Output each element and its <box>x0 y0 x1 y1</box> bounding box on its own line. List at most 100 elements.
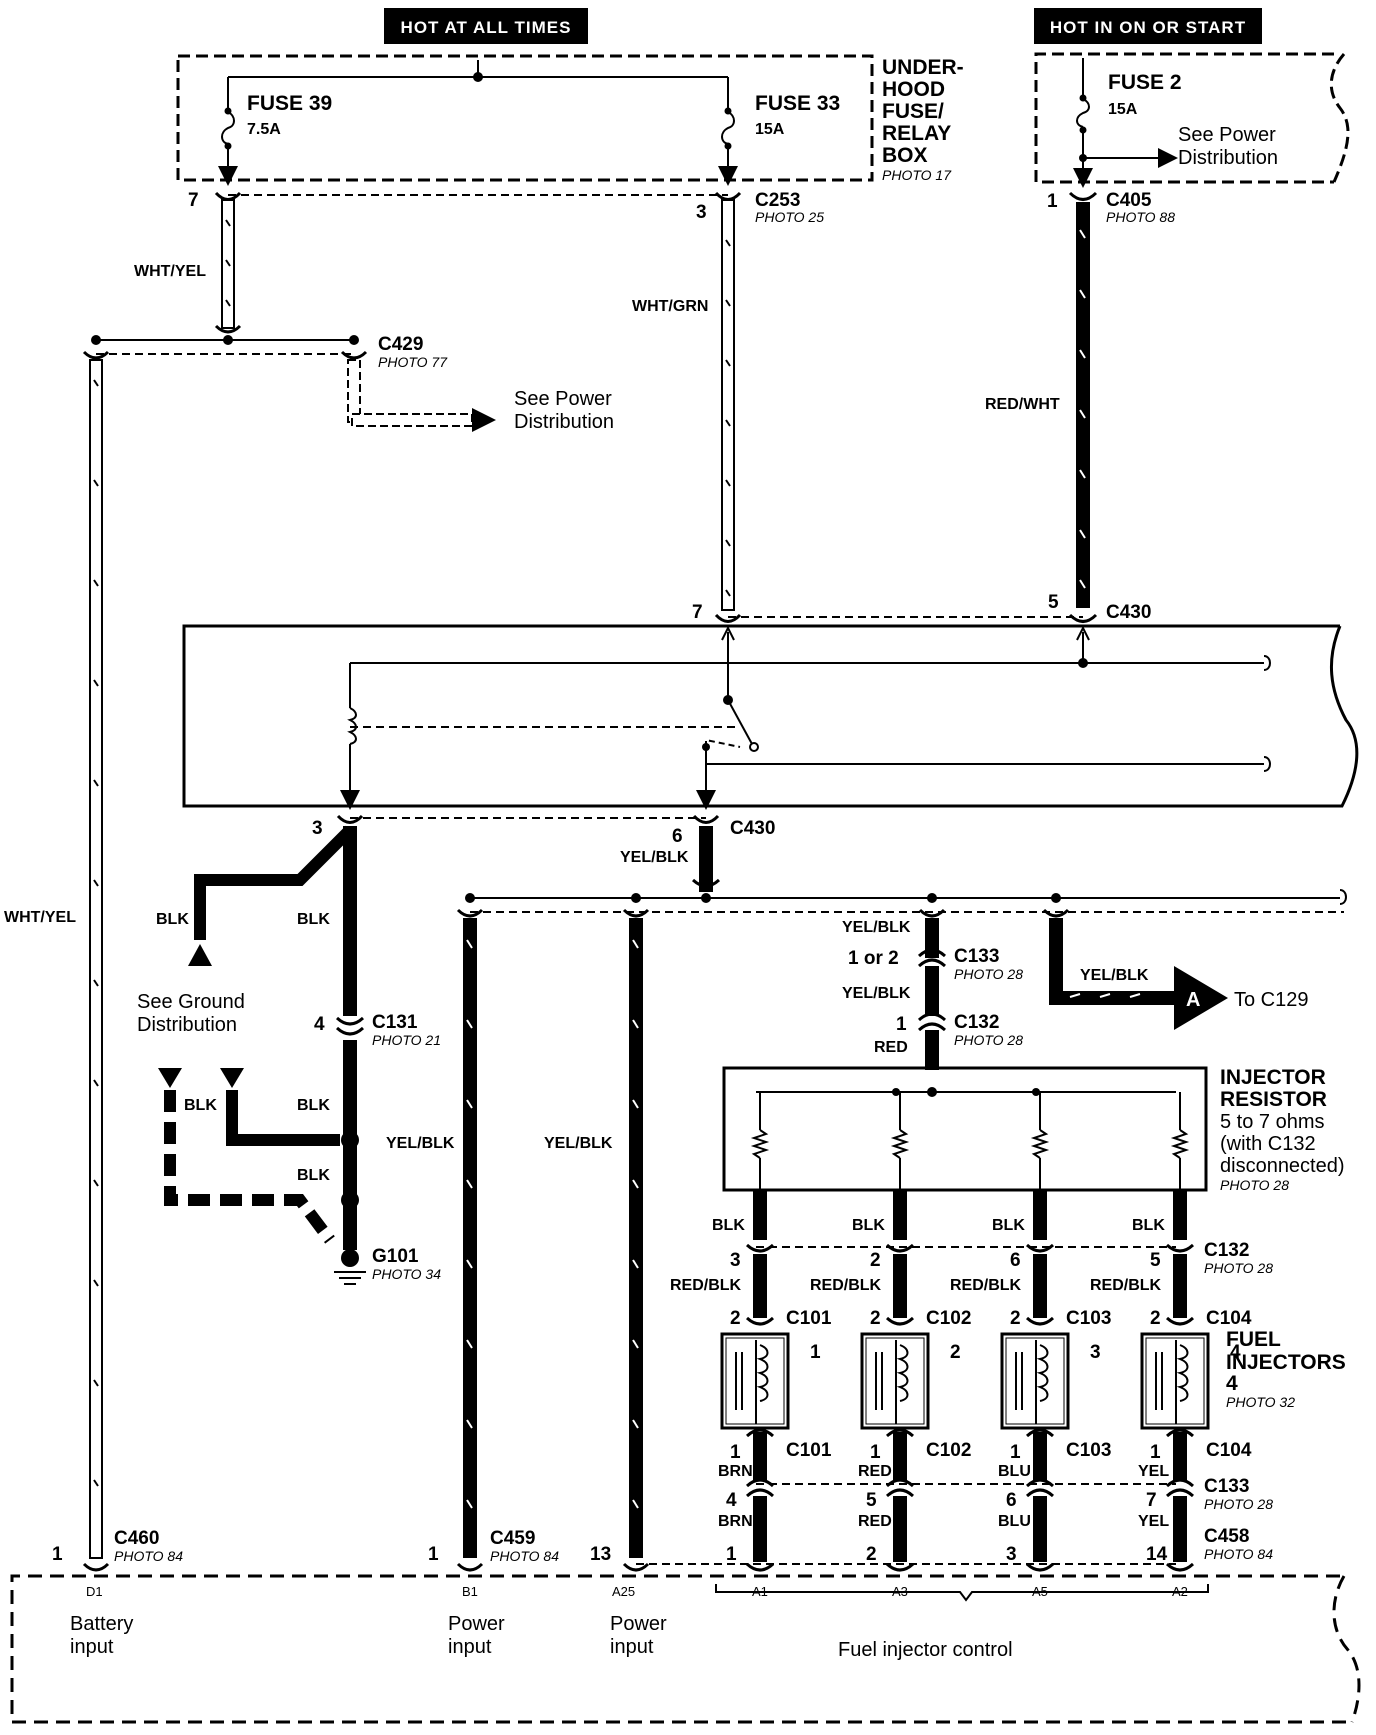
fuse-box-break <box>1329 53 1350 183</box>
wire-blk-label: BLK <box>1132 1217 1165 1234</box>
injector-resistor-box <box>722 1066 1208 1192</box>
c458-label: C458 <box>1204 1526 1249 1547</box>
c405-label: C405 <box>1106 190 1152 211</box>
c458-pin: 3 <box>1006 1544 1017 1565</box>
svg-text:INJECTOR: INJECTOR <box>1220 1066 1326 1089</box>
fuse-39-rating: 7.5A <box>247 121 281 138</box>
svg-text:PHOTO 17: PHOTO 17 <box>882 167 952 183</box>
arrow-a-label: To C129 <box>1234 989 1309 1011</box>
fuel-injector-1 <box>720 1332 790 1430</box>
svg-text:YEL/BLK: YEL/BLK <box>386 1135 455 1152</box>
wire-red-blk-label: RED/BLK <box>670 1277 742 1294</box>
injector-connector-label: C101 <box>786 1308 832 1329</box>
injector-connector-label-lower: C103 <box>1066 1440 1111 1461</box>
fuel-injectors-title: FUEL INJECTORS 4 PHOTO 32 <box>1226 1328 1346 1410</box>
svg-text:PHOTO 28: PHOTO 28 <box>1204 1496 1273 1512</box>
ecm-pin-b1: B1 <box>462 1584 478 1599</box>
c133-pin: 5 <box>866 1490 877 1511</box>
injector-pin-upper: 2 <box>1010 1308 1021 1329</box>
svg-text:PHOTO 84: PHOTO 84 <box>490 1548 559 1564</box>
injector-pin-upper: 2 <box>730 1308 741 1329</box>
power-dist-line1-b: See Power <box>1178 124 1276 146</box>
wire-wht-yel-label: WHT/YEL <box>134 263 206 280</box>
svg-text:YEL/BLK: YEL/BLK <box>842 919 911 936</box>
c132-pin: 5 <box>1150 1250 1161 1271</box>
header-hot-on-start: HOT IN ON OR START <box>1034 8 1262 44</box>
c458-pin: 1 <box>726 1544 737 1565</box>
wire-red-wht-label: RED/WHT <box>985 396 1060 413</box>
c133-label-top: C133 <box>954 946 999 967</box>
svg-text:PHOTO 28: PHOTO 28 <box>1204 1260 1273 1276</box>
injector-connector-label: C103 <box>1066 1308 1111 1329</box>
svg-text:PHOTO 77: PHOTO 77 <box>378 354 448 370</box>
injector-number: 4 <box>1230 1342 1241 1363</box>
c459-label: C459 <box>490 1528 535 1549</box>
svg-text:YEL/BLK: YEL/BLK <box>1080 967 1149 984</box>
wire-red-blk-label: RED/BLK <box>810 1277 882 1294</box>
svg-text:3: 3 <box>696 202 707 223</box>
svg-text:YEL/BLK: YEL/BLK <box>842 985 911 1002</box>
svg-text:INJECTORS: INJECTORS <box>1226 1351 1346 1374</box>
fuel-injector-control-label: Fuel injector control <box>838 1639 1013 1661</box>
power-input-label-1: Power <box>448 1613 505 1635</box>
fuel-injector-3 <box>1000 1332 1070 1430</box>
c458-pin: 2 <box>866 1544 877 1565</box>
svg-text:7: 7 <box>188 190 199 211</box>
svg-text:PHOTO 84: PHOTO 84 <box>1204 1546 1273 1562</box>
svg-text:PHOTO 32: PHOTO 32 <box>1226 1394 1295 1410</box>
c132-label-top: C132 <box>954 1012 999 1033</box>
injector-connector-label-lower: C104 <box>1206 1440 1252 1461</box>
svg-text:disconnected): disconnected) <box>1220 1155 1345 1177</box>
c458-pin: 14 <box>1146 1544 1168 1565</box>
svg-text:BLK: BLK <box>156 911 189 928</box>
power-input-label-2: Power <box>610 1613 667 1635</box>
ground-dist-line1: See Ground <box>137 991 245 1013</box>
c133-pin: 4 <box>726 1490 737 1511</box>
svg-text:7: 7 <box>692 602 703 623</box>
injector-connector-label-lower: C101 <box>786 1440 832 1461</box>
injector-pin-upper: 2 <box>870 1308 881 1329</box>
svg-text:HOT AT ALL TIMES: HOT AT ALL TIMES <box>401 18 572 37</box>
svg-text:PHOTO 28: PHOTO 28 <box>954 966 1023 982</box>
c132-pin: 2 <box>870 1250 881 1271</box>
c460-label: C460 <box>114 1528 159 1549</box>
c131-label: C131 <box>372 1012 418 1033</box>
power-dist-line2-a: Distribution <box>514 411 614 433</box>
fuel-injector-4 <box>1140 1332 1210 1430</box>
svg-text:(with C132: (with C132 <box>1220 1133 1316 1155</box>
fuse-box-right-outline <box>1034 52 1334 184</box>
injector-number: 2 <box>950 1342 961 1363</box>
injector-number: 3 <box>1090 1342 1101 1363</box>
svg-text:1: 1 <box>52 1544 63 1565</box>
fuse-2-label: FUSE 2 <box>1108 71 1182 94</box>
svg-text:input: input <box>70 1636 114 1658</box>
svg-text:BLK: BLK <box>297 1097 330 1114</box>
ground-dist-line2: Distribution <box>137 1014 237 1036</box>
svg-text:BOX: BOX <box>882 144 928 167</box>
wire-color-label: BLU <box>998 1463 1031 1480</box>
svg-text:3: 3 <box>312 818 323 839</box>
svg-text:HOOD: HOOD <box>882 78 945 101</box>
wire-color-label: BRN <box>718 1513 753 1530</box>
svg-text:PHOTO 34: PHOTO 34 <box>372 1266 441 1282</box>
injector-connector-label-lower: C102 <box>926 1440 971 1461</box>
header-hot-always: HOT AT ALL TIMES <box>384 8 588 44</box>
resistor-element-4 <box>1170 1129 1190 1159</box>
c132-label-bottom: C132 <box>1204 1240 1249 1261</box>
fuse-33-label: FUSE 33 <box>755 92 840 115</box>
c430-label-bottom: C430 <box>730 818 775 839</box>
svg-text:input: input <box>448 1636 492 1658</box>
c133-pin: 7 <box>1146 1490 1157 1511</box>
svg-text:PHOTO 88: PHOTO 88 <box>1106 209 1175 225</box>
wire-color-label: BRN <box>718 1463 753 1480</box>
fuse-39-label: FUSE 39 <box>247 92 332 115</box>
wire-color-label: YEL <box>1138 1463 1169 1480</box>
svg-text:HOT IN ON OR START: HOT IN ON OR START <box>1050 18 1246 37</box>
injector-connector-label: C102 <box>926 1308 971 1329</box>
svg-text:6: 6 <box>672 826 683 847</box>
svg-text:input: input <box>610 1636 654 1658</box>
power-dist-line1-a: See Power <box>514 388 612 410</box>
svg-text:4: 4 <box>314 1014 325 1035</box>
wire-color-label: YEL <box>1138 1513 1169 1530</box>
